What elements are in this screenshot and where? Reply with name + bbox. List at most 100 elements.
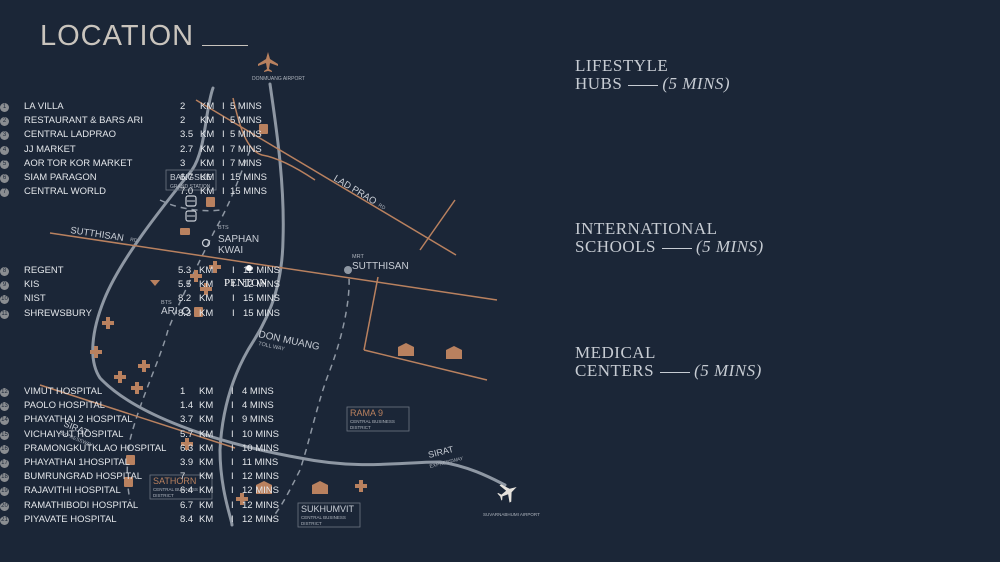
medical-title: MEDICAL CENTERS(5 MINS)	[575, 344, 762, 380]
school-icon	[398, 343, 414, 356]
travel-time: 5 MINS	[230, 101, 262, 112]
schools-mins: (5 MINS)	[695, 237, 764, 256]
travel-time: 12 MINS	[242, 471, 279, 483]
schools-title-line1: INTERNATIONAL	[575, 219, 718, 238]
item-name: PHAYATHAI 1HOSPITAL	[24, 456, 130, 468]
distance-unit: KM	[200, 129, 215, 141]
airport-icon-north	[258, 52, 278, 72]
num-badge: 2	[0, 117, 9, 127]
sutthisan-rd-suffix: RD	[130, 237, 138, 244]
travel-time: 15 MINS	[230, 171, 267, 183]
distance-unit: KM	[200, 143, 215, 155]
travel-time: 5 MINS	[230, 129, 262, 141]
travel-time: 4 MINS	[242, 386, 274, 397]
lifestyle-title-line2: HUBS	[575, 74, 623, 93]
lad-prao-road	[195, 99, 457, 256]
distance-unit: KM	[199, 400, 214, 412]
schools-title: INTERNATIONAL SCHOOLS (5 MINS)	[575, 220, 764, 256]
distance-unit: KM	[200, 171, 215, 183]
distance-value: 6.4	[180, 485, 194, 497]
num-badge: 19	[0, 487, 9, 497]
separator: I	[231, 499, 234, 511]
distance-unit: KM	[199, 471, 214, 483]
penton-marker[interactable]	[246, 265, 252, 271]
num-badge: 9	[0, 281, 9, 291]
num-badge: 10	[0, 295, 9, 305]
separator: I	[222, 101, 225, 112]
separator: I	[232, 265, 235, 276]
num-badge: 5	[0, 159, 9, 169]
travel-time: 7 MINS	[230, 143, 262, 155]
distance-unit: KM	[199, 499, 214, 511]
distance-unit: KM	[199, 279, 214, 291]
lifestyle-mins: (5 MINS)	[662, 74, 731, 93]
distance-unit: KM	[199, 414, 214, 426]
mrt-line	[269, 267, 350, 521]
don-muang-label: DON MUANG	[257, 329, 320, 353]
shopping-icon	[124, 477, 133, 487]
title-rule	[202, 45, 248, 46]
train-icon-2	[185, 210, 197, 222]
separator: I	[222, 129, 225, 141]
lad-prao-label: LAD PRAO	[331, 173, 378, 207]
bts-label-2: BTS	[161, 300, 172, 306]
separator: I	[231, 400, 234, 412]
num-badge: 20	[0, 501, 9, 511]
sukhumvit-label: SUKHUMVIT	[301, 504, 355, 514]
rama9-box	[346, 406, 410, 432]
medical-section: MEDICAL CENTERS(5 MINS)	[575, 344, 762, 380]
sutthisan-road	[49, 232, 498, 301]
separator: I	[232, 307, 235, 319]
separator: I	[222, 157, 225, 169]
item-name: RAJAVITHI HOSPITAL	[24, 485, 121, 497]
travel-time: 12 MINS	[242, 485, 279, 497]
separator: I	[222, 143, 225, 155]
travel-time: 15 MINS	[230, 186, 267, 198]
lifestyle-section: LIFESTYLE HUBS(5 MINS)	[575, 57, 730, 93]
hospital-icon	[138, 360, 150, 372]
airport-icon-east	[497, 484, 517, 503]
item-name: REGENT	[24, 265, 64, 276]
item-name: CENTRAL LADPRAO	[24, 129, 117, 141]
bangsue-label-1: BANGSUE	[170, 172, 212, 182]
item-name: PRAMONGKUTKLAO HOSPITAL	[24, 442, 167, 454]
penton-label: PENTON	[224, 277, 267, 289]
distance-value: 7.0	[180, 186, 194, 198]
rail-line	[159, 199, 221, 212]
distance-unit: KM	[200, 186, 215, 198]
travel-time: 11 MINS	[242, 456, 279, 468]
distance-unit: KM	[199, 386, 214, 397]
distance-unit: KM	[199, 265, 214, 276]
separator: I	[222, 115, 225, 127]
school-icon	[256, 481, 272, 494]
shopping-icon	[194, 307, 203, 317]
separator: I	[232, 293, 235, 305]
hospital-icon	[236, 493, 248, 505]
separator: I	[231, 471, 234, 483]
num-badge: 3	[0, 131, 9, 141]
travel-time: 7 MINS	[230, 157, 262, 169]
separator: I	[231, 513, 234, 525]
hospital-icon	[90, 346, 102, 358]
separator: I	[231, 485, 234, 497]
item-name: RAMATHIBODI HOSPITAL	[24, 499, 139, 511]
num-badge: 18	[0, 473, 9, 483]
distance-unit: KM	[199, 442, 214, 454]
sathorn-sub1: CENTRAL BUSINESS	[153, 487, 198, 492]
distance-value: 1	[180, 386, 186, 397]
distance-unit: KM	[199, 456, 214, 468]
sukhumvit-sub2: DISTRICT	[301, 521, 322, 526]
rama9-label: RAMA 9	[350, 408, 383, 418]
num-badge: 13	[0, 402, 9, 412]
distance-value: 3.9	[180, 456, 194, 468]
rama9-sub2: DISTRICT	[350, 425, 371, 430]
location-map[interactable]: DONMUANG AIRPORT SUVARNABHUMI AIRPORT BA…	[0, 0, 560, 562]
distance-value: 6.7	[180, 171, 194, 183]
item-name: VICHAIYUT HOSPITAL	[24, 428, 124, 440]
distance-value: 7	[180, 471, 186, 483]
distance-unit: KM	[199, 293, 214, 305]
phahon-road	[232, 97, 316, 181]
distance-value: 8.2	[178, 293, 192, 305]
bts-line	[126, 149, 251, 501]
schools-title-line2: SCHOOLS	[575, 237, 656, 256]
